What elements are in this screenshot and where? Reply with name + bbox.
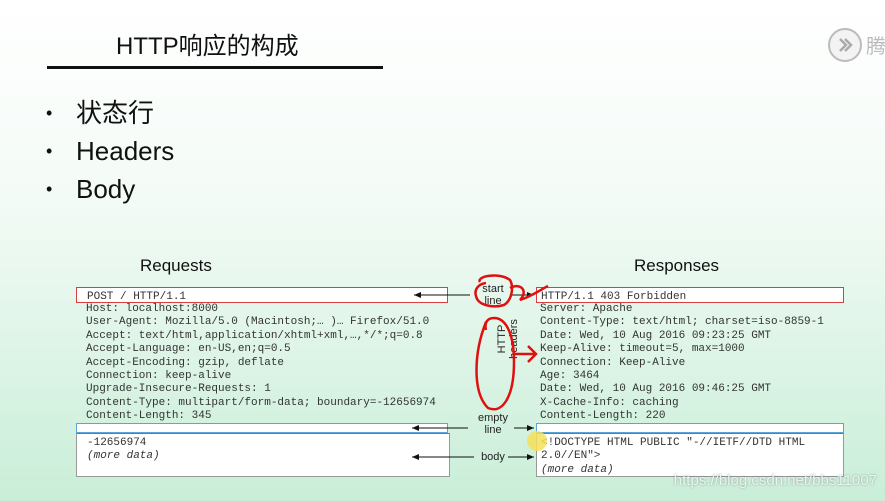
request-header-line: Upgrade-Insecure-Requests: 1 [86, 383, 271, 396]
response-body-line: (more data) [541, 463, 614, 476]
request-header-line: Accept-Language: en-US,en;q=0.5 [86, 343, 291, 356]
bullet-item: •状态行 [46, 98, 155, 128]
response-header-line: X-Cache-Info: caching [540, 396, 679, 409]
request-header-line: Content-Length: 345 [86, 410, 212, 423]
response-body-line: <!DOCTYPE HTML PUBLIC "-//IETF//DTD HTML [541, 437, 806, 449]
request-header-line: Content-Type: multipart/form-data; bound… [86, 396, 436, 409]
bullet-text: 状态行 [76, 98, 155, 128]
response-header-line: Date: Wed, 10 Aug 2016 09:46:25 GMT [540, 383, 772, 396]
watermark: https://blog.csdn.net/bbs11007 [673, 472, 877, 489]
response-body: <!DOCTYPE HTML PUBLIC "-//IETF//DTD HTML… [536, 433, 844, 477]
red-tail-start-line [509, 284, 549, 302]
request-start-line: POST / HTTP/1.1 [76, 287, 448, 303]
response-body-line: 2.0//EN"> [541, 450, 601, 463]
bullet-item: •Body [46, 174, 136, 204]
red-arrow-headers [514, 345, 538, 363]
request-header-line: Accept: text/html,application/xhtml+xml,… [86, 329, 423, 342]
title-underline [47, 66, 383, 69]
request-header-line: User-Agent: Mozilla/5.0 (Macintosh;… )… … [86, 316, 430, 329]
response-header-line: Age: 3464 [540, 370, 600, 383]
response-header-line: Content-Length: 220 [540, 410, 666, 423]
slide-title: HTTP响应的构成 [116, 33, 299, 60]
response-empty-line [536, 423, 844, 433]
response-header-line: Date: Wed, 10 Aug 2016 09:23:25 GMT [540, 329, 772, 342]
request-body: -12656974(more data) [76, 433, 450, 477]
response-header-line: Content-Type: text/html; charset=iso-885… [540, 316, 824, 329]
response-header-line: Server: Apache [540, 303, 633, 315]
response-start-line: HTTP/1.1 403 Forbidden [536, 287, 844, 303]
logo-text: 腾 [866, 36, 885, 58]
tencent-video-logo-icon [828, 28, 862, 62]
request-header-line: Connection: keep-alive [86, 370, 232, 383]
cursor-highlight [527, 431, 547, 451]
bullet-list: •状态行 •Headers •Body [46, 94, 174, 208]
bullet-item: •Headers [46, 136, 175, 166]
response-header-line: Connection: Keep-Alive [540, 356, 686, 369]
request-body-line: (more data) [87, 450, 160, 463]
request-body-line: -12656974 [87, 437, 147, 449]
body-label: body [481, 451, 505, 463]
responses-heading: Responses [634, 256, 720, 275]
red-loop-http-headers [475, 316, 516, 411]
response-header-line: Keep-Alive: timeout=5, max=1000 [540, 343, 745, 356]
request-header-line: Accept-Encoding: gzip, deflate [86, 356, 285, 369]
bullet-text: Headers [76, 136, 175, 166]
bullet-text: Body [76, 174, 136, 204]
red-circle-start-line [474, 274, 514, 308]
requests-heading: Requests [140, 256, 212, 275]
request-header-line: Host: localhost:8000 [86, 303, 219, 315]
